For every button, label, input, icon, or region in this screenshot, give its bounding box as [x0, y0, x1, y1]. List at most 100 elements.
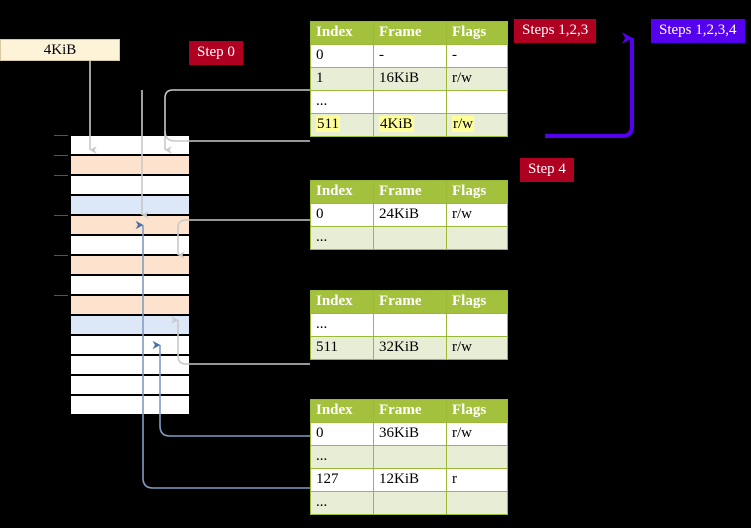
cell-flags: r/w — [446, 113, 508, 137]
col-frame: Frame — [373, 290, 447, 314]
cell-index: ... — [310, 90, 374, 114]
cell-flags: r — [446, 468, 508, 492]
cell-flags — [446, 445, 508, 469]
cell-index: ... — [310, 445, 374, 469]
col-flags: Flags — [446, 180, 508, 204]
col-index: Index — [310, 180, 374, 204]
cell-index: 511 — [310, 336, 374, 360]
cell-flags — [446, 491, 508, 515]
step4-badge: Step 4 — [520, 158, 574, 182]
cell-highlight: r/w — [452, 116, 474, 132]
table-row: 511 4KiB r/w — [310, 113, 508, 137]
col-index: Index — [310, 290, 374, 314]
memory-row — [70, 335, 190, 355]
cell-index: 511 — [310, 113, 374, 137]
col-flags: Flags — [446, 290, 508, 314]
col-frame: Frame — [373, 399, 447, 423]
memory-row — [70, 255, 190, 275]
step0-badge: Step 0 — [189, 41, 243, 65]
cell-index: 0 — [310, 422, 374, 446]
memory-row — [70, 195, 190, 215]
memory-row — [70, 395, 190, 415]
cell-index: 127 — [310, 468, 374, 492]
connector-purple-bracket — [545, 32, 634, 138]
cell-frame — [373, 445, 447, 469]
cell-flags: - — [446, 44, 508, 68]
steps123-badge: Steps 1,2,3 — [514, 19, 597, 43]
memory-row — [70, 375, 190, 395]
connector-pdpt-0 — [177, 219, 310, 259]
size-box: 4KiB — [0, 39, 120, 61]
memory-row-tick — [54, 155, 68, 156]
table-header-row: Index Frame Flags — [310, 21, 508, 45]
cell-index: ... — [310, 313, 374, 337]
cell-highlight: 511 — [316, 116, 340, 132]
table-row: ... — [310, 491, 508, 515]
cell-frame — [373, 90, 447, 114]
col-frame: Frame — [373, 21, 447, 45]
steps1234-badge: Steps 1,2,3,4 — [651, 19, 745, 43]
memory-row — [70, 175, 190, 195]
cell-index: 0 — [310, 203, 374, 227]
cell-index: ... — [310, 491, 374, 515]
memory-row-tick — [54, 215, 68, 216]
memory-row-tick — [54, 295, 68, 296]
memory-row-tick — [54, 255, 68, 256]
cell-frame: 16KiB — [373, 67, 447, 91]
cell-flags: r/w — [446, 203, 508, 227]
cell-flags: r/w — [446, 67, 508, 91]
memory-row — [70, 155, 190, 175]
col-index: Index — [310, 21, 374, 45]
cell-flags: r/w — [446, 336, 508, 360]
cell-frame: 36KiB — [373, 422, 447, 446]
col-flags: Flags — [446, 399, 508, 423]
cell-flags — [446, 226, 508, 250]
memory-row — [70, 215, 190, 235]
col-index: Index — [310, 399, 374, 423]
col-frame: Frame — [373, 180, 447, 204]
cell-frame — [373, 313, 447, 337]
cell-index: ... — [310, 226, 374, 250]
cell-highlight: 4KiB — [379, 116, 414, 132]
table-row: ... — [310, 226, 508, 250]
cell-index: 0 — [310, 44, 374, 68]
table-row: ... — [310, 445, 508, 469]
connector-pd-511 — [171, 316, 310, 365]
table-header-row: Index Frame Flags — [310, 180, 508, 204]
memory-row — [70, 315, 190, 335]
memory-row-tick — [54, 175, 68, 176]
cell-flags: r/w — [446, 422, 508, 446]
table-row: ... — [310, 313, 508, 337]
memory-row — [70, 135, 190, 155]
cell-frame — [373, 226, 447, 250]
memory-row — [70, 355, 190, 375]
connector-pml4-511 — [164, 89, 310, 142]
cell-frame: 12KiB — [373, 468, 447, 492]
memory-row — [70, 235, 190, 255]
cell-frame — [373, 491, 447, 515]
cell-flags — [446, 90, 508, 114]
cell-flags — [446, 313, 508, 337]
cell-frame: 24KiB — [373, 203, 447, 227]
table-row: ... — [310, 90, 508, 114]
memory-row — [70, 275, 190, 295]
cell-frame: 4KiB — [373, 113, 447, 137]
table-header-row: Index Frame Flags — [310, 290, 508, 314]
cell-frame: - — [373, 44, 447, 68]
col-flags: Flags — [446, 21, 508, 45]
memory-row — [70, 295, 190, 315]
cell-index: 1 — [310, 67, 374, 91]
